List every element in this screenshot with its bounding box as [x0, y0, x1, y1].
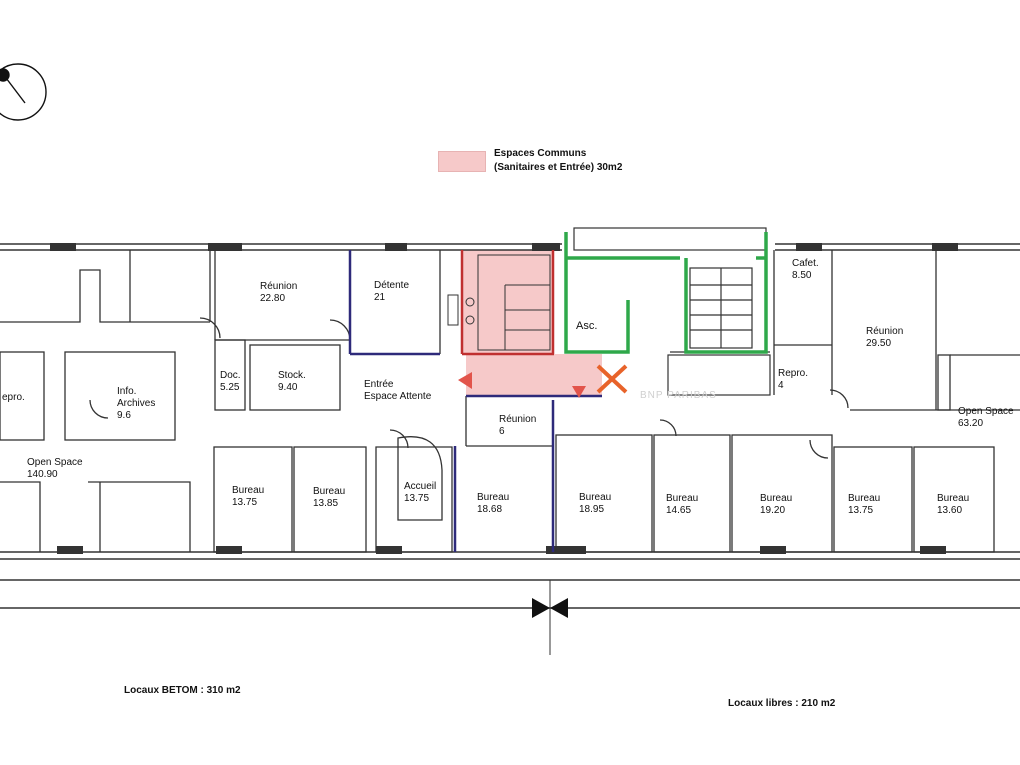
room-area: 4	[778, 380, 784, 391]
room-stock: Stock. 9.40	[278, 370, 306, 394]
room-repro-left: epro.	[2, 392, 25, 404]
room-reunion-a: Réunion 22.80	[260, 281, 297, 305]
blocked-door-cross-icon	[596, 364, 628, 394]
room-name: Bureau	[848, 493, 881, 504]
room-name: epro.	[2, 392, 25, 403]
room-name: Bureau	[666, 493, 699, 504]
room-name: Bureau	[937, 493, 970, 504]
room-area: 22.80	[260, 293, 286, 304]
shaft-walls-green	[564, 232, 768, 354]
legend-swatch	[438, 151, 486, 172]
room-area: 140.90	[27, 469, 58, 480]
room-area: 13.85	[313, 498, 339, 509]
room-area: 18.95	[579, 504, 605, 515]
room-name: Bureau	[760, 493, 793, 504]
room-area: 19.20	[760, 505, 786, 516]
interior-walls	[0, 250, 1020, 553]
room-area: 13.75	[404, 493, 430, 504]
room-name: Bureau	[477, 492, 510, 503]
room-area: 13.60	[937, 505, 963, 516]
room-area: 21	[374, 292, 386, 303]
footer-libres: Locaux libres : 210 m2	[728, 698, 836, 709]
room-open-space-right: Open Space 63.20	[958, 406, 1014, 430]
room-entree: Entrée Espace Attente	[364, 379, 431, 403]
room-area: 63.20	[958, 418, 984, 429]
room-bureau-6: Bureau 19.20	[760, 493, 792, 517]
room-bureau-2: Bureau 13.85	[313, 486, 345, 510]
pillars	[50, 243, 958, 554]
room-name: Cafet.	[792, 258, 819, 269]
footer-betom: Locaux BETOM : 310 m2	[124, 685, 241, 696]
room-subname: Archives	[117, 398, 156, 409]
room-area: 29.50	[866, 338, 892, 349]
room-reunion-b: Réunion 6	[499, 414, 536, 438]
room-name: Info.	[117, 386, 137, 397]
room-area: 18.68	[477, 504, 503, 515]
room-asc: Asc.	[576, 320, 597, 332]
room-reunion-c: Réunion 29.50	[866, 326, 903, 350]
room-name: Stock.	[278, 370, 306, 381]
room-name: Réunion	[499, 414, 537, 425]
room-name: Accueil	[404, 481, 437, 492]
room-open-space-left: Open Space 140.90	[27, 457, 83, 481]
room-name: Bureau	[232, 485, 265, 496]
room-bureau-7: Bureau 13.75	[848, 493, 880, 517]
separation-marker	[532, 580, 568, 655]
room-name: Entrée	[364, 379, 394, 390]
room-bureau-4: Bureau 18.95	[579, 492, 611, 516]
room-bureau-5: Bureau 14.65	[666, 493, 698, 517]
room-area: 8.50	[792, 270, 812, 281]
room-name: Open Space	[958, 406, 1014, 417]
room-name: Doc.	[220, 370, 241, 381]
room-doc: Doc. 5.25	[220, 370, 241, 394]
room-name: Bureau	[579, 492, 612, 503]
room-area: 14.65	[666, 505, 692, 516]
room-detente: Détente 21	[374, 280, 409, 304]
room-area: Espace Attente	[364, 391, 432, 402]
room-area: 13.75	[232, 497, 258, 508]
compass-icon	[0, 63, 47, 121]
room-name: Détente	[374, 280, 410, 291]
sanitaires	[447, 254, 551, 351]
room-name: Open Space	[27, 457, 83, 468]
room-name: Asc.	[576, 320, 598, 332]
legend: Espaces Communs (Sanitaires et Entrée) 3…	[494, 147, 622, 175]
common-space-area	[462, 250, 602, 396]
partition-red	[460, 250, 555, 356]
room-area: 5.25	[220, 382, 240, 393]
room-area: 9.40	[278, 382, 298, 393]
room-bureau-8: Bureau 13.60	[937, 493, 969, 517]
watermark: BNP PARIBAS	[640, 390, 717, 401]
room-area: 9.6	[117, 410, 131, 421]
room-name: Repro.	[778, 368, 809, 379]
room-name: Bureau	[313, 486, 346, 497]
room-info-archives: Info. Archives 9.6	[117, 386, 155, 422]
room-cafet: Cafet. 8.50	[792, 258, 819, 282]
room-name: Réunion	[866, 326, 904, 337]
room-bureau-3: Bureau 18.68	[477, 492, 509, 516]
room-bureau-1: Bureau 13.75	[232, 485, 264, 509]
legend-title: Espaces Communs	[494, 148, 587, 159]
room-accueil: Accueil 13.75	[404, 481, 436, 505]
entrance-markers	[458, 372, 586, 398]
room-area: 13.75	[848, 505, 874, 516]
room-area: 6	[499, 426, 505, 437]
room-name: Réunion	[260, 281, 298, 292]
room-repro-right: Repro. 4	[778, 368, 808, 392]
legend-subtitle: (Sanitaires et Entrée) 30m2	[494, 162, 623, 173]
